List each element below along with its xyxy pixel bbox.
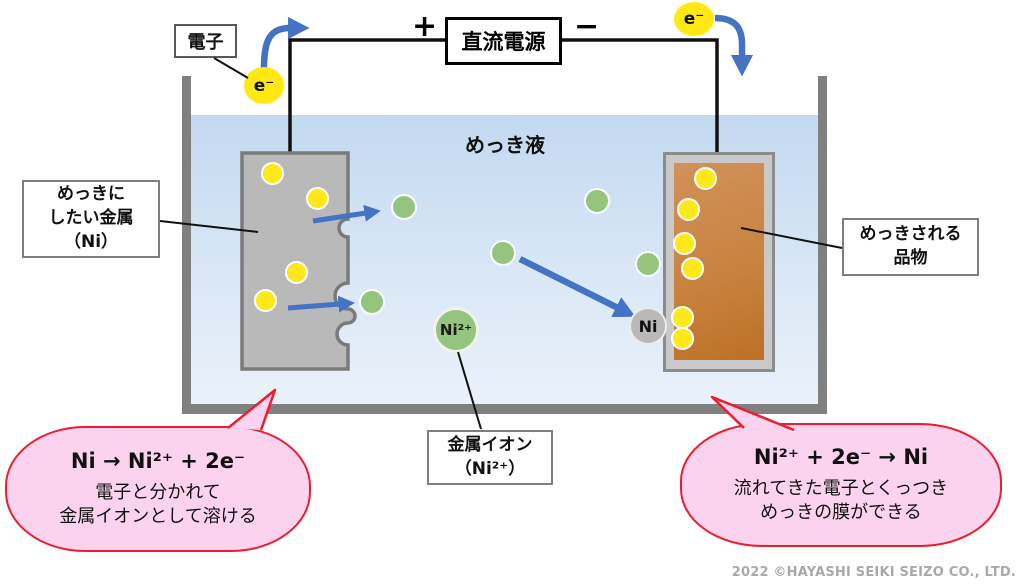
electron-dot [673,232,696,255]
electron-symbol-text: e⁻ [683,9,705,29]
electron-flow-arrow-left-icon [260,16,310,69]
electron-flow-arrow-right-icon [714,14,754,77]
plus-sign: + [412,9,438,44]
labeled-ion-circle: Ni²⁺ [433,307,479,353]
cathode-callout-line2: めっきの膜ができる [760,502,922,523]
electron-label-box: 電子 [174,24,237,58]
electron-dot [261,162,284,185]
ion-dot [490,240,516,266]
anode-label-line: したい金属 [48,208,134,229]
metal-ion-label-box: 金属イオン （Ni²⁺） [427,430,553,485]
ion-dot [584,188,610,214]
copyright-text: 2022 ©HAYASHI SEIKI SEIZO CO., LTD. [731,565,1016,580]
ion-dot [391,194,417,220]
electron-label-connector [213,57,249,79]
cathode-label-line: 品物 [893,248,928,268]
minus-sign: − [574,9,600,44]
anode-callout-line1: 電子と分かれて [95,481,221,503]
electron-symbol-left: e⁻ [244,67,284,104]
ion-symbol-text: Ni²⁺ [439,321,473,339]
electron-dot [285,261,308,284]
electron-dot [671,327,694,350]
electron-dot [677,198,700,221]
ion-dot [359,289,385,315]
solution-label: めっき液 [465,133,545,157]
electron-dot [254,289,277,312]
anode-reaction-formula: Ni → Ni²⁺ + 2e⁻ [70,448,246,473]
electron-label-text: 電子 [187,32,224,53]
metal-ion-label-line: （Ni²⁺） [454,458,526,479]
anode-callout-bubble: Ni → Ni²⁺ + 2e⁻ 電子と分かれて 金属イオンとして溶ける [5,426,311,552]
cathode-label-line: めっきされる [859,224,962,245]
metal-ion-label-line: 金属イオン [447,434,533,455]
cathode-callout-bubble: Ni²⁺ + 2e⁻ → Ni 流れてきた電子とくっつき めっきの膜ができる [680,423,1002,547]
anode-label-line: （Ni） [63,231,119,252]
tank-left-wall [182,76,191,414]
power-supply-label: 直流電源 [461,30,546,54]
power-supply-box: 直流電源 [445,17,562,65]
ni-atom-circle: Ni [629,307,667,345]
tank-right-wall [818,76,827,414]
anode-label-line: めっきに [57,184,125,205]
ni-atom-text: Ni [638,316,658,336]
electron-symbol-right: e⁻ [674,2,714,36]
cathode-label-box: めっきされる 品物 [842,218,979,276]
anode-label-box: めっきに したい金属 （Ni） [22,180,160,258]
cathode-callout-line1: 流れてきた電子とくっつき [733,477,949,499]
electron-symbol-text: e⁻ [253,75,275,96]
electron-dot [694,167,717,190]
tank-bottom-wall [182,404,827,414]
cathode-reaction-formula: Ni²⁺ + 2e⁻ → Ni [753,444,929,469]
ion-dot [635,251,661,277]
anode-callout-line2: 金属イオンとして溶ける [59,506,257,527]
electron-dot [671,306,694,329]
electron-dot [681,257,704,280]
electron-dot [306,187,329,210]
